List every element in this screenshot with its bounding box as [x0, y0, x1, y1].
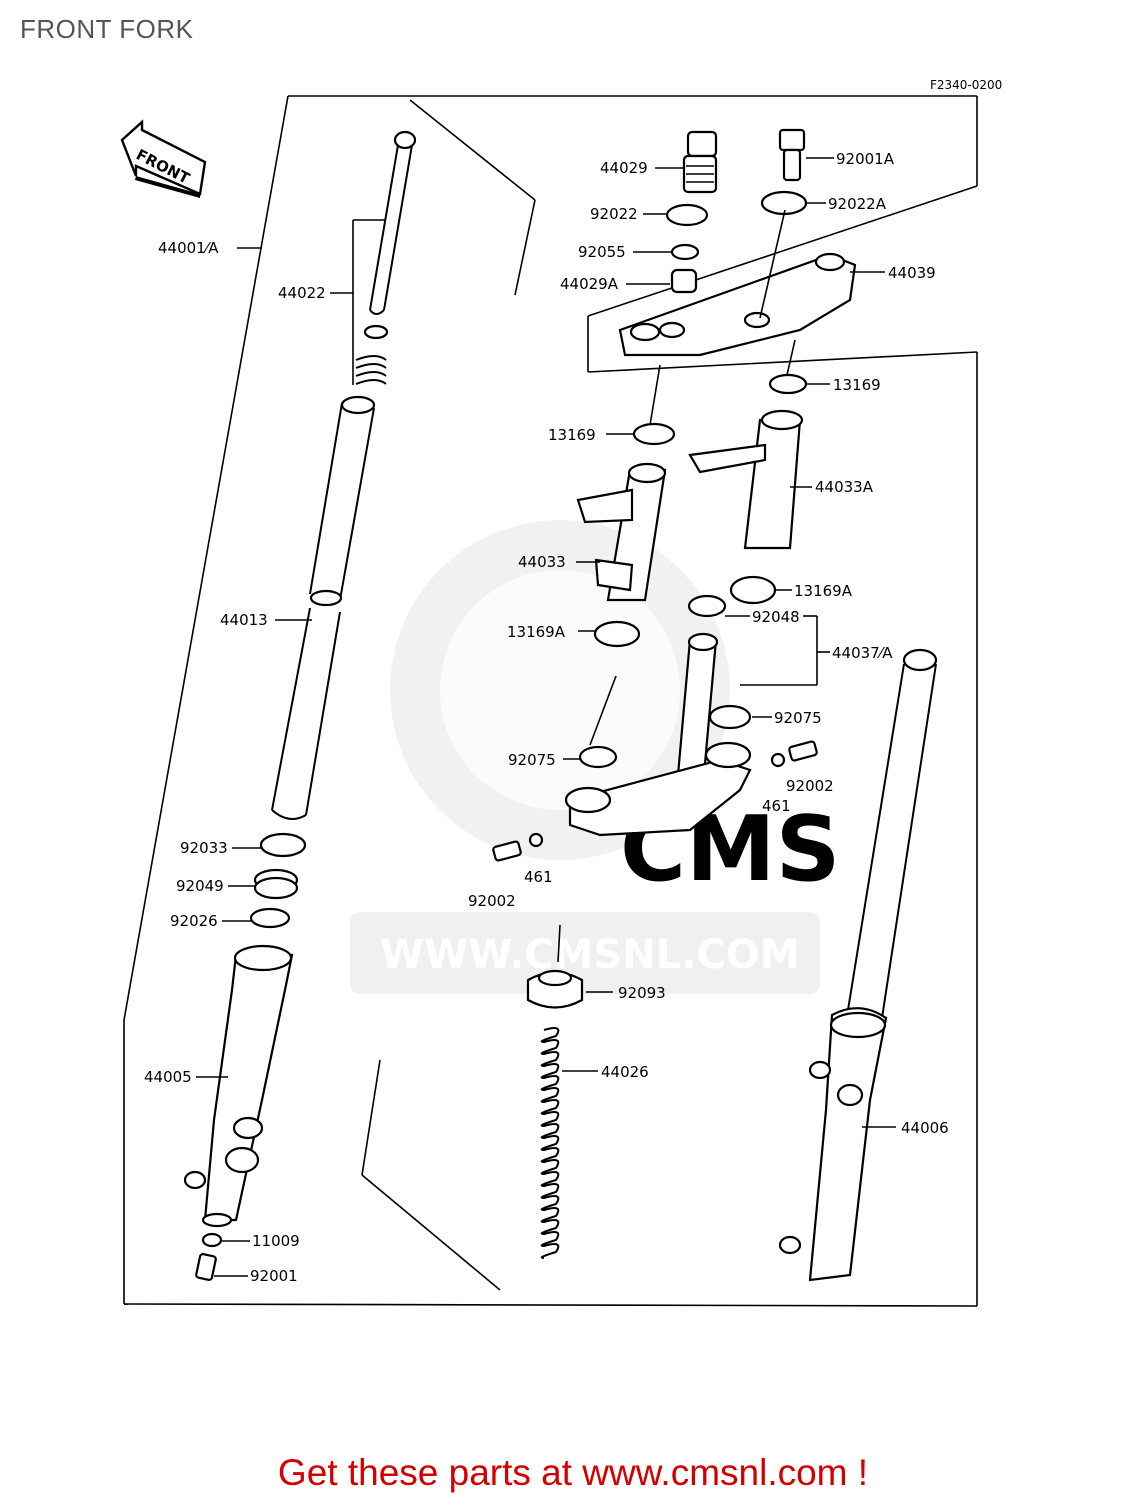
fork-inner-tube-44013 — [271, 395, 376, 820]
part-labels: 44001⁄A 44022 44013 92033 92049 92026 44… — [144, 150, 949, 1285]
label-92022a: 92022A — [828, 195, 887, 213]
race-92048-part — [687, 594, 727, 618]
label-44022: 44022 — [278, 284, 326, 302]
label-44029a: 44029A — [560, 275, 619, 293]
label-92001a: 92001A — [836, 150, 895, 168]
washer-92022a-part — [760, 190, 808, 216]
label-92049: 92049 — [176, 877, 224, 895]
label-44006: 44006 — [901, 1119, 949, 1137]
label-92001: 92001 — [250, 1267, 298, 1285]
label-92002-left: 92002 — [468, 892, 516, 910]
label-44029: 44029 — [600, 159, 648, 177]
bolt-92001a-part — [778, 128, 806, 182]
washer-92026-part — [249, 907, 291, 929]
label-44026: 44026 — [601, 1063, 649, 1081]
label-44001a: 44001⁄A — [158, 239, 219, 257]
seal-13169a-left-part — [593, 620, 641, 648]
handlebar-44033-part — [576, 462, 667, 602]
upper-bracket-44039-part — [618, 209, 857, 426]
bolt-92002-right-part — [770, 740, 818, 768]
label-13169-right: 13169 — [833, 376, 881, 394]
label-461-left: 461 — [524, 868, 553, 886]
bearing-92075-right-part — [708, 704, 752, 730]
label-44013: 44013 — [220, 611, 268, 629]
label-92055: 92055 — [578, 243, 626, 261]
watermark-url: WWW.CMSNL.COM — [380, 932, 800, 978]
page-title: FRONT FORK — [20, 14, 194, 44]
oring-92055-part — [670, 243, 700, 261]
seal-13169-left-part — [632, 422, 676, 446]
oil-seal-92049-part — [253, 868, 299, 900]
fork-cap-44029-part — [682, 130, 718, 194]
label-13169-left: 13169 — [548, 426, 596, 444]
label-44037a: 44037⁄A — [832, 644, 893, 662]
assembly-outline — [123, 95, 978, 1307]
washer-92022-part — [665, 203, 709, 227]
label-11009: 11009 — [252, 1232, 300, 1250]
handlebar-44033a-part — [688, 409, 804, 550]
gasket-11009-part — [201, 1232, 223, 1248]
seal-13169a-right-part — [729, 575, 777, 605]
plug-44029a-part — [670, 268, 698, 294]
label-92002-right: 92002 — [786, 777, 834, 795]
label-92093: 92093 — [618, 984, 666, 1002]
label-92048: 92048 — [752, 608, 800, 626]
label-92075-left: 92075 — [508, 751, 556, 769]
footer-cta-link[interactable]: Get these parts at www.cmsnl.com ! — [277, 1452, 869, 1493]
bearing-92075-left-part — [578, 745, 618, 769]
bolt-92002-left-part — [492, 832, 544, 862]
figure-code: F2340-0200 — [930, 78, 1002, 92]
cap-92093-part — [526, 969, 584, 1009]
seal-13169-right-part — [768, 373, 808, 395]
fork-assembly-44006-part — [778, 648, 938, 1282]
steering-stem-44037a-part — [564, 632, 752, 837]
label-92026: 92026 — [170, 912, 218, 930]
leader-lines — [196, 157, 896, 1277]
outer-tube-44005-part — [183, 944, 294, 1228]
label-92075-right: 92075 — [774, 709, 822, 727]
label-461-right: 461 — [762, 797, 791, 815]
front-arrow-icon: FRONT — [120, 119, 207, 198]
label-44039: 44039 — [888, 264, 936, 282]
fork-spring-44026-part — [540, 1027, 560, 1259]
fork-damper-rod-44022 — [355, 130, 417, 385]
label-44005: 44005 — [144, 1068, 192, 1086]
label-92033: 92033 — [180, 839, 228, 857]
bolt-92001-part — [195, 1253, 217, 1281]
label-92022: 92022 — [590, 205, 638, 223]
label-13169a-left: 13169A — [507, 623, 566, 641]
seal-92033-part — [259, 832, 307, 858]
label-13169a-right: 13169A — [794, 582, 853, 600]
label-44033a: 44033A — [815, 478, 874, 496]
label-44033: 44033 — [518, 553, 566, 571]
